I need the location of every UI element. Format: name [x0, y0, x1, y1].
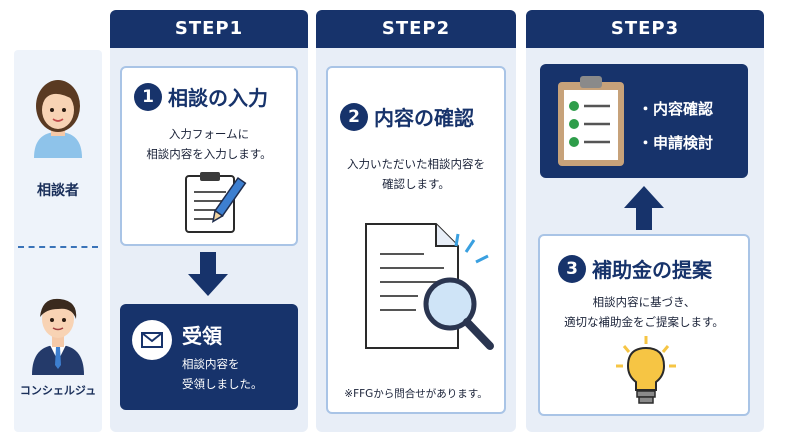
step2-card-title: 内容の確認: [374, 106, 474, 130]
step3-card-text: 相談内容に基づき、 適切な補助金をご提案します。: [540, 292, 748, 332]
concierge-avatar: [20, 285, 96, 384]
step1-number-badge: 1: [134, 82, 162, 111]
received-text-line2: 受領しました。: [182, 377, 263, 391]
step2-text-line1: 入力いただいた相談内容を: [347, 157, 485, 171]
concierge-role-label: コンシェルジュ: [19, 384, 97, 397]
review-items: ・内容確認 ・申請検討: [638, 92, 713, 160]
woman-avatar-icon: [34, 80, 82, 158]
step3-header: STEP3: [526, 10, 764, 48]
step3-text-line1: 相談内容に基づき、: [592, 295, 696, 309]
step3-title-row: 3 補助金の提案: [558, 254, 712, 283]
step2-card-text: 入力いただいた相談内容を 確認します。: [328, 154, 504, 194]
received-card-title: 受領: [182, 324, 222, 348]
step1-received-card: 受領 相談内容を 受領しました。: [120, 304, 298, 410]
step1-down-arrow-icon: [188, 252, 228, 296]
step1-input-card: 1 相談の入力 入力フォームに 相談内容を入力します。: [120, 66, 298, 246]
consultant-avatar: [20, 70, 96, 174]
role-divider: [18, 246, 98, 248]
step2-text-line2: 確認します。: [382, 177, 450, 191]
step3-proposal-card: 3 補助金の提案 相談内容に基づき、 適切な補助金をご提案します。: [538, 234, 750, 416]
checklist-clipboard-icon: [558, 76, 624, 166]
step3-card-title: 補助金の提案: [592, 258, 712, 282]
received-text-line1: 相談内容を: [182, 357, 240, 371]
step2-number-badge: 2: [340, 102, 368, 131]
document-magnifier-icon: [365, 223, 494, 350]
step3-up-arrow-icon: [624, 186, 664, 230]
step2-note: ※FFGから問合せがあります。: [344, 388, 488, 400]
step2-title-row: 2 内容の確認: [340, 102, 474, 131]
step1-text-line2: 相談内容を入力します。: [146, 147, 272, 161]
mail-icon-circle: [132, 320, 172, 360]
step2-confirm-card: 2 内容の確認 入力いただいた相談内容を 確認します。 ※FFGから問合せがあり…: [326, 66, 506, 414]
man-avatar-icon: [32, 298, 84, 375]
step3-text-line2: 適切な補助金をご提案します。: [564, 315, 724, 329]
step1-text-line1: 入力フォームに: [168, 127, 250, 141]
step1-card-title: 相談の入力: [168, 86, 268, 110]
review-item-1: ・内容確認: [638, 100, 714, 118]
step2-header: STEP2: [316, 10, 516, 48]
step1-card-text: 入力フォームに 相談内容を入力します。: [122, 124, 296, 164]
step3-review-card: ・内容確認 ・申請検討: [540, 64, 748, 178]
step1-header: STEP1: [110, 10, 308, 48]
consultant-label-wrap: 相談者: [14, 180, 102, 200]
concierge-label-wrap: コンシェルジュ: [14, 382, 102, 398]
mail-icon: [141, 332, 163, 348]
lightbulb-icon: [616, 336, 676, 404]
step3-number-badge: 3: [558, 254, 586, 283]
clipboard-pen-icon: [185, 172, 247, 233]
received-card-text: 相談内容を 受領しました。: [182, 354, 263, 394]
consultant-role-label: 相談者: [37, 183, 79, 199]
step1-title-row: 1 相談の入力: [134, 82, 268, 111]
review-item-2: ・申請検討: [638, 134, 714, 152]
